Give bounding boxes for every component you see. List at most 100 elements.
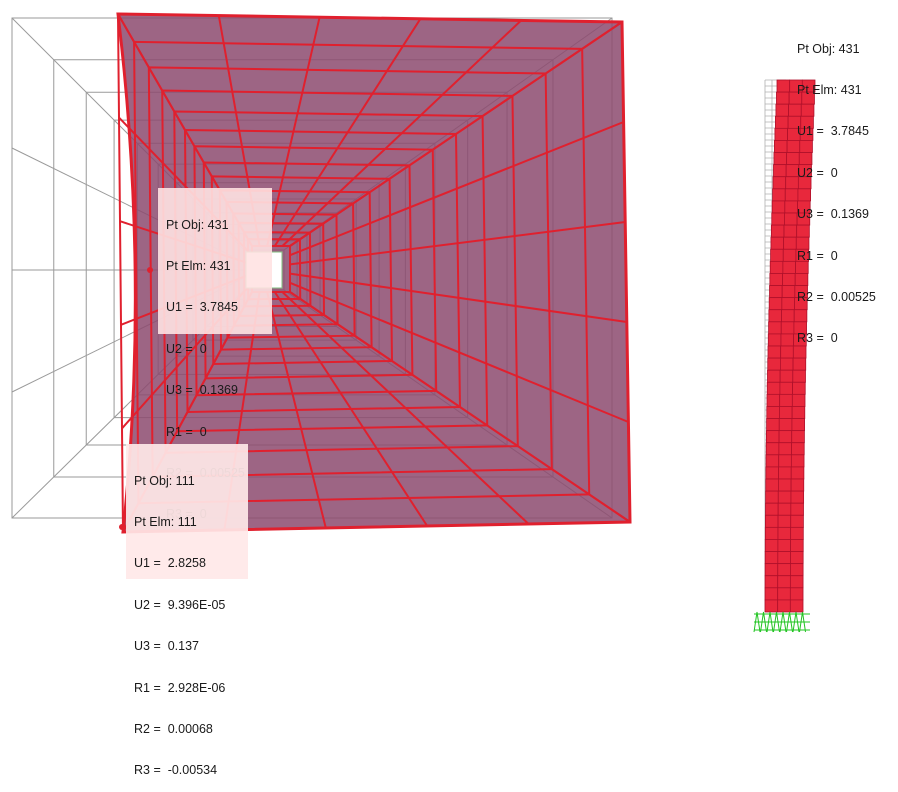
column-element [779, 406, 793, 419]
tooltip-line: U3 = 0.137 [134, 639, 199, 654]
joint-111-marker[interactable] [119, 524, 125, 530]
tooltip-line: R3 = -0.00534 [134, 763, 218, 778]
column-element [790, 490, 805, 504]
column-element [778, 442, 792, 456]
column-element [764, 575, 779, 589]
deformed-edge [266, 16, 321, 247]
column-element [791, 393, 806, 407]
column-element [780, 345, 794, 359]
deformed-edge [289, 21, 623, 247]
column-element [770, 236, 785, 250]
column-element [770, 248, 784, 262]
column-element [767, 345, 782, 359]
column-element [790, 454, 805, 468]
column-element [768, 297, 783, 311]
column-element [778, 418, 793, 432]
tooltip-line: R1 = 2.928E-06 [134, 680, 226, 695]
tooltip-line: R2 = 0.00525 [797, 289, 876, 304]
column-element [767, 369, 781, 383]
column-element [777, 502, 792, 516]
column-element [789, 599, 804, 613]
column-element [765, 442, 780, 456]
column-element [777, 587, 791, 601]
column-element [781, 297, 795, 311]
column-element [764, 599, 779, 613]
column-element [765, 430, 780, 444]
column-element [775, 103, 790, 117]
column-element [772, 176, 787, 190]
tooltip-line: R1 = 0 [797, 248, 838, 263]
deformed-edge [289, 121, 624, 257]
deformed-edge [273, 18, 422, 247]
column-element [769, 260, 784, 274]
column-element [790, 539, 804, 552]
column-element [790, 466, 805, 480]
column-element [765, 454, 780, 468]
column-element [777, 563, 791, 577]
column-element [771, 212, 785, 226]
column-element [764, 526, 779, 540]
tooltip-line: U1 = 3.7845 [166, 300, 238, 315]
deformed-outline [116, 12, 632, 534]
tooltip-line: R2 = 0.00068 [134, 721, 213, 736]
column-element [777, 526, 792, 540]
deformed-shape-fill [118, 14, 630, 532]
column-element [775, 115, 789, 129]
deformed-column [764, 79, 816, 613]
column-element [791, 418, 805, 432]
column-element [777, 539, 791, 552]
column-element [780, 333, 795, 347]
deformed-edge [281, 291, 530, 525]
column-element [790, 526, 804, 540]
column-element [778, 466, 792, 480]
column-element [792, 381, 806, 395]
tooltip-line: U2 = 0 [797, 165, 838, 180]
column-element [777, 575, 791, 589]
tooltip-line: Pt Elm: 431 [797, 82, 862, 97]
column-element [765, 466, 779, 480]
joint-431-tooltip: Pt Obj: 431 Pt Elm: 431 U1 = 3.7845 U2 =… [158, 188, 272, 521]
base-supports [753, 611, 810, 633]
column-element [774, 140, 788, 153]
column-element [777, 490, 792, 504]
column-element [789, 575, 804, 589]
deformed-edge [289, 281, 629, 423]
tooltip-line: U3 = 0.1369 [166, 383, 238, 398]
tooltip-line: U1 = 2.8258 [134, 556, 206, 571]
column-element [791, 406, 806, 419]
column-element [765, 478, 779, 492]
column-element [764, 539, 779, 552]
deformed-edge [281, 19, 522, 247]
column-element [780, 357, 794, 371]
column-element [784, 200, 798, 214]
joint-431-marker[interactable] [147, 267, 153, 273]
column-element [768, 309, 782, 323]
column-element [769, 273, 783, 286]
column-element [766, 393, 781, 407]
tooltip-line: Pt Obj: 111 [134, 473, 195, 488]
column-element [782, 260, 796, 274]
column-element [779, 393, 793, 407]
column-joint-431-tooltip: Pt Obj: 431 Pt Elm: 431 U1 = 3.7845 U2 =… [793, 12, 883, 345]
column-element [777, 514, 792, 528]
column-element [766, 418, 780, 432]
column-element [782, 273, 796, 286]
column-element [765, 502, 779, 516]
column-element [778, 454, 792, 468]
column-element [781, 285, 796, 299]
column-element [777, 599, 791, 613]
column-element [790, 563, 804, 577]
deformed-edge [266, 291, 327, 529]
deformed-edge [289, 291, 631, 523]
column-element [767, 333, 782, 347]
deformed-edge [289, 221, 626, 266]
tooltip-line: Pt Elm: 431 [166, 258, 231, 273]
column-element [778, 478, 792, 492]
column-element [765, 490, 779, 504]
deformed-edge [273, 291, 429, 527]
column-element [791, 430, 805, 444]
column-element [784, 212, 798, 226]
column-element [790, 478, 805, 492]
model-viewport[interactable] [0, 0, 898, 645]
column-element [764, 587, 779, 601]
